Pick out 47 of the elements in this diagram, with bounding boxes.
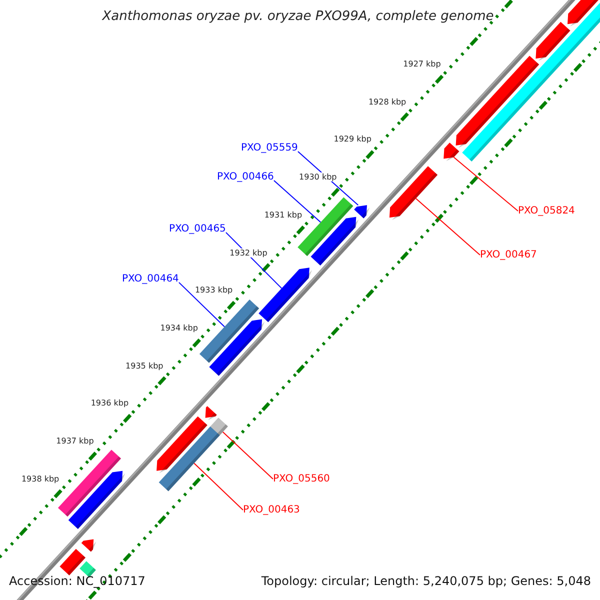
gene-label: PXO_00467 bbox=[480, 249, 537, 261]
scale-label: 1929 kbp bbox=[332, 134, 372, 144]
scale-label: 1938 kbp bbox=[20, 474, 60, 484]
scale-label: 1932 kbp bbox=[228, 248, 268, 258]
genome-summary-text: Topology: circular; Length: 5,240,075 bp; Genes: 5,048 bbox=[261, 575, 591, 589]
gene-label: PXO_05559 bbox=[241, 142, 298, 154]
gene-feature bbox=[456, 56, 540, 148]
scale-label: 1934 kbp bbox=[159, 323, 199, 332]
scale-label: 1933 kbp bbox=[194, 286, 234, 295]
gene-label: PXO_00465 bbox=[169, 223, 226, 235]
gene-label: PXO_00466 bbox=[217, 171, 274, 183]
gene-feature bbox=[354, 205, 370, 218]
scale-label: 1936 kbp bbox=[90, 398, 130, 408]
leader-line bbox=[222, 431, 274, 480]
leader-line bbox=[453, 156, 518, 212]
scale-label: 1931 kbp bbox=[263, 210, 304, 220]
gene-label: PXO_00464 bbox=[122, 273, 179, 285]
gene-feature bbox=[68, 470, 126, 529]
scale-label: 1928 kbp bbox=[367, 97, 408, 106]
gene-label: PXO_00463 bbox=[243, 504, 300, 516]
gene-feature bbox=[156, 416, 208, 474]
gene-feature bbox=[60, 548, 86, 576]
scale-label: 1937 kbp bbox=[55, 436, 95, 446]
gene-feature bbox=[58, 450, 121, 517]
gene-feature bbox=[209, 319, 265, 376]
gene-feature bbox=[536, 22, 570, 62]
scale-label: 1927 kbp bbox=[402, 59, 442, 69]
gene-label: PXO_05560 bbox=[273, 473, 330, 485]
leader-line bbox=[178, 282, 225, 328]
gene-feature bbox=[444, 142, 460, 162]
leader-line bbox=[415, 198, 480, 256]
scale-label: 1935 kbp bbox=[124, 361, 164, 370]
gene-feature bbox=[258, 268, 312, 322]
gene-feature bbox=[199, 300, 260, 363]
title: Xanthomonas oryzae pv. oryzae PXO99A, complete genome bbox=[100, 10, 495, 25]
gene-feature bbox=[80, 561, 96, 578]
leader-line bbox=[194, 462, 244, 510]
leader-line bbox=[273, 180, 322, 223]
gene-feature bbox=[81, 539, 96, 552]
gene-feature bbox=[158, 426, 220, 492]
gene-feature bbox=[205, 406, 217, 420]
gene-label: PXO_05824 bbox=[518, 205, 575, 217]
gene-feature bbox=[389, 166, 438, 220]
gene-feature bbox=[568, 0, 600, 26]
gene-feature bbox=[310, 216, 359, 266]
accession-text: Accession: NC_010717 bbox=[9, 575, 146, 589]
scale-label: 1930 kbp bbox=[298, 172, 338, 182]
